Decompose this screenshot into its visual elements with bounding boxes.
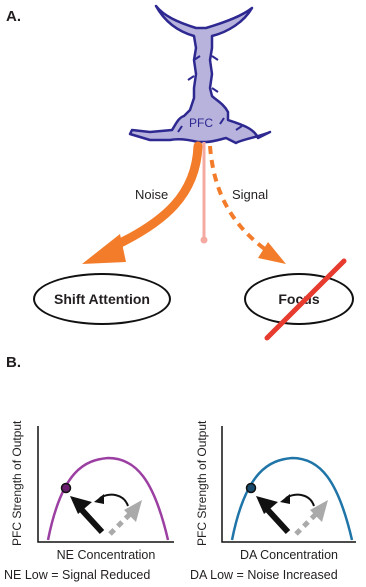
left-curved-arrow-icon	[99, 493, 129, 507]
signal-arrowhead	[258, 242, 286, 264]
axon-terminal	[200, 236, 208, 244]
signal-label: Signal	[232, 187, 269, 202]
shift-attention-text: Shift Attention	[54, 291, 150, 307]
panel-a-diagram	[82, 4, 286, 264]
noise-label: Noise	[135, 187, 169, 202]
left-caption: NE Low = Signal Reduced	[4, 568, 151, 582]
pfc-neuron-icon	[128, 4, 272, 145]
right-curved-arrow-icon	[285, 493, 315, 507]
left-xlabel: NE Concentration	[56, 548, 156, 562]
left-curve	[46, 456, 170, 541]
right-black-arrow-icon	[256, 496, 278, 514]
signal-arrow	[208, 145, 268, 252]
right-marker	[245, 482, 257, 494]
left-gray-arrow-icon	[124, 500, 142, 522]
left-ylabel: PFC Strength of Output	[10, 420, 24, 546]
panel-a-label: A.	[6, 8, 21, 25]
right-caption: DA Low = Noise Increased	[190, 568, 338, 582]
right-xlabel: DA Concentration	[240, 548, 338, 562]
pfc-label: PFC	[189, 116, 213, 130]
left-black-arrow-icon	[70, 496, 92, 514]
right-curve	[230, 456, 354, 541]
shift-attention-oval: Shift Attention	[33, 273, 171, 325]
panel-b-label: B.	[6, 354, 21, 371]
left-marker	[60, 482, 72, 494]
right-chart-axes	[221, 426, 356, 543]
noise-arrow	[105, 141, 203, 253]
focus-cross-out	[264, 258, 347, 341]
noise-arrowhead	[82, 234, 126, 264]
left-chart-axes	[37, 426, 174, 543]
right-ylabel: PFC Strength of Output	[195, 420, 209, 546]
right-gray-arrow-icon	[310, 500, 328, 522]
